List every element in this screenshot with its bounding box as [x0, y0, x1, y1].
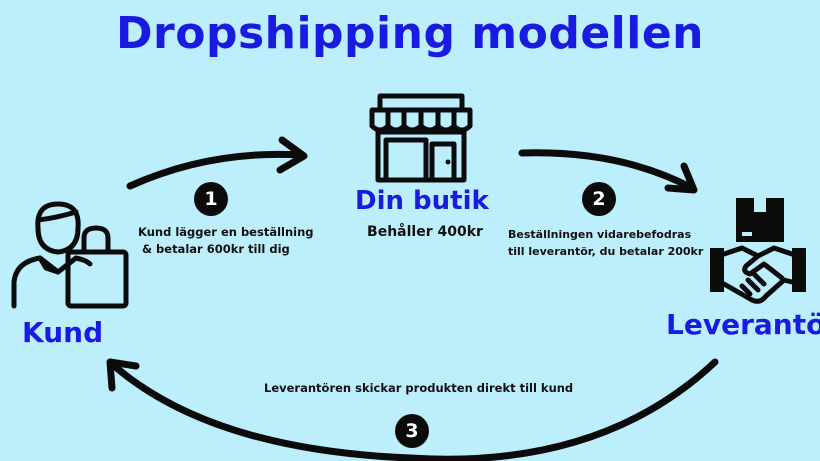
step-1-line-2: & betalar 600kr till dig [142, 242, 290, 256]
storefront-icon [369, 93, 473, 183]
step-1-line-1: Kund lägger en beställning [138, 225, 314, 239]
page-title: Dropshipping modellen [116, 8, 704, 59]
supplier-label: Leverantör [666, 308, 820, 341]
store-label: Din butik [355, 186, 489, 216]
arrow-store-to-supplier [518, 149, 696, 192]
arrowhead-3 [106, 358, 140, 392]
arrow-customer-to-store [126, 150, 304, 190]
customer-with-bag-icon [11, 201, 129, 309]
step-1-text: Kund lägger en beställning & betalar 600… [138, 224, 314, 258]
step-2-text: Beställningen vidarebefodras till levera… [508, 226, 703, 260]
arrowhead-2 [664, 162, 698, 194]
arrow-supplier-to-customer [108, 358, 719, 461]
step-2-line-1: Beställningen vidarebefodras [508, 228, 692, 241]
step-3-text: Leverantören skickar produkten direkt ti… [264, 381, 574, 395]
step-2-line-2: till leverantör, du betalar 200kr [508, 245, 704, 258]
store-sub: Behåller 400kr [367, 224, 483, 240]
customer-label: Kund [22, 316, 104, 349]
step-2-badge: 2 [582, 182, 616, 216]
arrowhead-1 [276, 136, 308, 174]
step-1-badge: 1 [194, 182, 228, 216]
handshake-package-icon [710, 198, 806, 304]
step-3-badge: 3 [395, 414, 429, 448]
